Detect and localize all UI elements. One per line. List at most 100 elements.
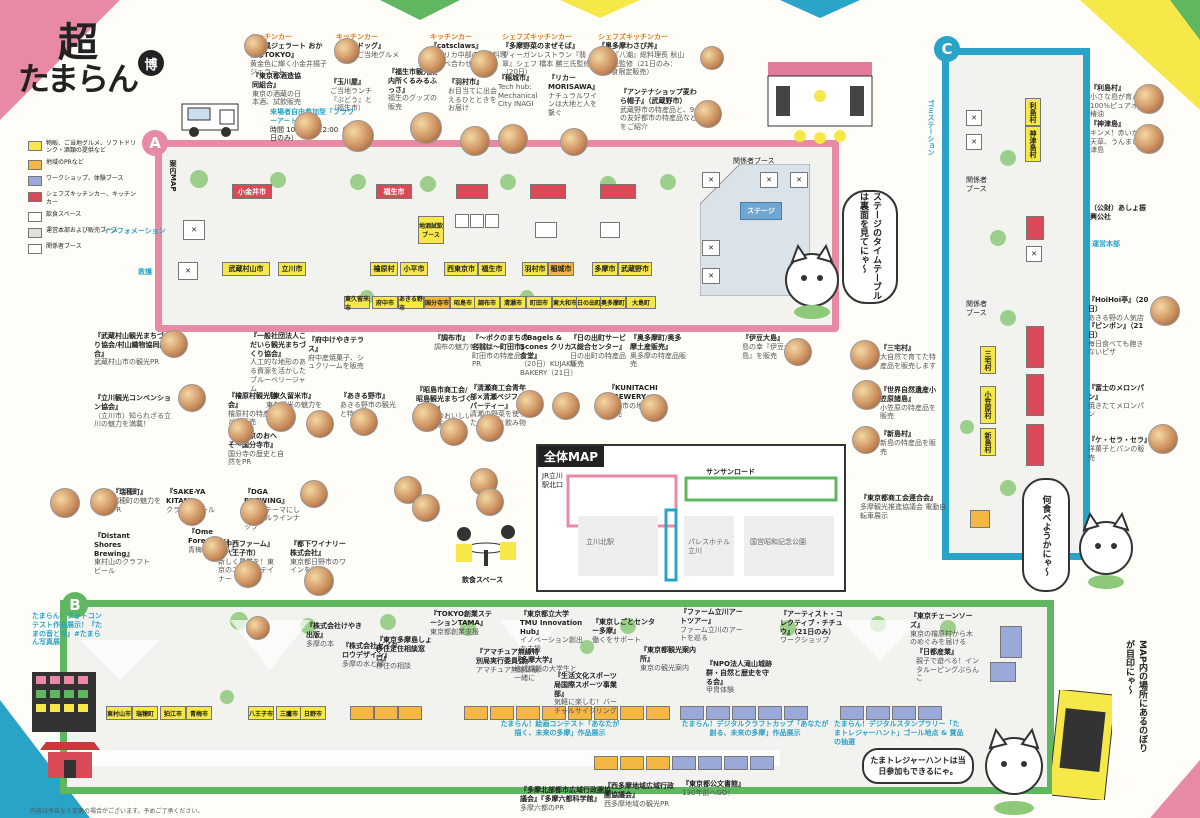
booth-b-mid[interactable]: 八王子市 [248, 706, 274, 720]
zone-b-bottom-note-desc: 130年前へGO！ [682, 788, 735, 797]
booth-ogasawara[interactable]: 小笠原村 [980, 386, 996, 424]
booth-b-left[interactable]: 瑞穂町 [132, 706, 158, 720]
zone-a-bottom-note: 『〜ボクのまちの名前は〜町田市』町田市の特産品PR [472, 334, 528, 369]
cat-stage-icon [782, 243, 842, 320]
booth-b-mid[interactable]: 三鷹市 [276, 706, 302, 720]
kankeisha-label-c1: 関係者ブース [966, 176, 987, 193]
booth-niijima[interactable]: 新島村 [980, 428, 996, 456]
booth-tama[interactable]: 多摩市 [592, 262, 618, 276]
overview-road: サンサンロード [706, 468, 755, 476]
photo-thumbnail [440, 418, 468, 446]
booth-fussa-kitchen[interactable]: 福生市 [376, 184, 412, 199]
zone-b-note-name: 『東京都立大学TMU Innovation Hub』 [520, 610, 583, 636]
booth-koganei[interactable]: 小金井市 [232, 184, 272, 199]
booth-a-bottom[interactable]: 国分寺市 [424, 296, 450, 309]
booth-b-left[interactable]: 東村山市 [106, 706, 132, 720]
booth-inagi[interactable]: 稲城市 [548, 262, 574, 276]
zone-b-note: 『株式会社セイタロウデザイン』多摩の水と緑 [342, 642, 398, 668]
booth-b-block[interactable] [918, 706, 942, 720]
booth-b-block[interactable] [892, 706, 916, 720]
booth-b-block[interactable] [758, 706, 782, 720]
booth-b-bottom-block[interactable] [698, 756, 722, 770]
booth-a-bottom[interactable]: 東大和市 [552, 296, 578, 309]
booth-miyake[interactable]: 三宅村 [980, 346, 996, 374]
zone-c-note: 『利島村』小さな島が育んだ100%ピュアオイル椿油 [1090, 84, 1152, 119]
booth-a-bottom[interactable]: 調布市 [474, 296, 500, 309]
zone-a-bottom-note: 『調布市』調布の魅力を発信 [434, 334, 490, 352]
booth-b-block[interactable] [866, 706, 890, 720]
legend-swatch [28, 141, 42, 151]
booth-fussa[interactable]: 福生市 [478, 262, 506, 276]
booth-b-block[interactable] [706, 706, 730, 720]
booth-a-bottom[interactable]: 府中市 [372, 296, 398, 309]
contest-2: たまらん！デジタルスタンプラリー「たまトレジャーハント」ゴール地点 & 賞品の抽… [834, 720, 964, 746]
booth-a-bottom[interactable]: 東久留米市 [344, 295, 370, 312]
booth-a-bottom[interactable]: 昭島市 [450, 296, 476, 309]
booth-b-bottom-block[interactable] [594, 756, 618, 770]
booth-b-block[interactable] [784, 706, 808, 720]
booth-b-block[interactable] [464, 706, 488, 720]
eating-space-icon [448, 514, 528, 574]
booth-b-block[interactable] [594, 706, 618, 720]
booth-b-block[interactable] [568, 706, 592, 720]
booth-b-block[interactable] [680, 706, 704, 720]
booth-b-block[interactable] [374, 706, 398, 720]
local-sake-booth[interactable]: 地酒試飲ブース [418, 216, 444, 244]
kyugo-booth[interactable]: ✕ [178, 262, 198, 280]
photo-thumbnail [476, 488, 504, 516]
booth-kodaira[interactable]: 小平市 [400, 262, 428, 276]
booth-b-bottom-block[interactable] [620, 756, 644, 770]
booth-kozushima[interactable]: 神津島村 [1025, 126, 1041, 162]
booth-musashino[interactable]: 武蔵野市 [618, 262, 652, 276]
booth-a-bottom[interactable]: あきる野市 [398, 295, 424, 312]
booth-b-left[interactable]: 狛江市 [160, 706, 186, 720]
overview-park-0: 立川北駅 [586, 538, 614, 546]
zone-a-bottom-note-name: 『奥多摩町/奥多摩土産販売』 [630, 334, 682, 351]
booth-nitto[interactable] [990, 662, 1016, 682]
zone-c-note-name: 『HoiHoi亭』（20日） [1088, 296, 1149, 313]
poster-icon [1048, 688, 1116, 802]
zone-a-note-name: 『羽村市』 [448, 78, 483, 86]
booth-b-block[interactable] [350, 706, 374, 720]
booth-b-bottom-block[interactable] [750, 756, 774, 770]
booth-a-bottom[interactable]: 奥多摩町 [600, 296, 626, 309]
booth-hamura[interactable]: 羽村市 [522, 262, 548, 276]
booth-b-block[interactable] [840, 706, 864, 720]
photo-thumbnail [1150, 296, 1180, 326]
booth-tachikawa[interactable]: 立川市 [278, 262, 306, 276]
booth-a-bottom[interactable]: 清瀬市 [500, 296, 526, 309]
booth-chainsaws[interactable] [1000, 626, 1022, 658]
booth-chef-2[interactable] [600, 184, 636, 199]
booth-a-bottom[interactable]: 日の出町 [576, 296, 602, 309]
booth-b-block[interactable] [516, 706, 540, 720]
booth-b-block[interactable] [398, 706, 422, 720]
zone-a-bottom-note: 『府中けやきテラス』府中産焼菓子、シュクリームを販売 [308, 336, 364, 371]
booth-b-mid[interactable]: 日野市 [300, 706, 326, 720]
booth-b-block[interactable] [620, 706, 644, 720]
booth-musashimurayama[interactable]: 武蔵村山市 [222, 262, 270, 276]
gomi-station-label: ゴミステーション [927, 100, 935, 156]
booth-hinohara[interactable]: 檜原村 [370, 262, 398, 276]
legend-label: 運営本部および販売ブース [46, 226, 118, 234]
booth-b-block[interactable] [490, 706, 514, 720]
photo-thumbnail [294, 112, 322, 140]
booth-a-bottom[interactable]: 大島町 [626, 296, 656, 309]
booth-toshima[interactable]: 利島村 [1025, 98, 1041, 126]
photo-thumbnail [234, 560, 262, 588]
booth-b-bottom-block[interactable] [724, 756, 748, 770]
booth-b-block[interactable] [732, 706, 756, 720]
booth-b-bottom-block[interactable] [672, 756, 696, 770]
booth-b-left[interactable]: 青梅市 [186, 706, 212, 720]
booth-b-block[interactable] [646, 706, 670, 720]
stage-booth[interactable]: ステージ [740, 202, 782, 220]
speech-stage-text: ステージのタイムテーブルは裏面を見てにゃ～ [858, 192, 881, 300]
booth-b-block[interactable] [542, 706, 566, 720]
booth-a-bottom[interactable]: 町田市 [526, 296, 552, 309]
booth-catsclaws[interactable] [456, 184, 488, 199]
info-booth[interactable]: ✕ [183, 220, 205, 240]
booth-nishitokyo[interactable]: 西東京市 [444, 262, 478, 276]
zone-c-note-name: 『ピンポン』（21日） [1088, 322, 1144, 339]
booth-b-bottom-block[interactable] [646, 756, 670, 770]
photo-thumbnail [418, 46, 446, 74]
booth-chef-1[interactable] [530, 184, 566, 199]
